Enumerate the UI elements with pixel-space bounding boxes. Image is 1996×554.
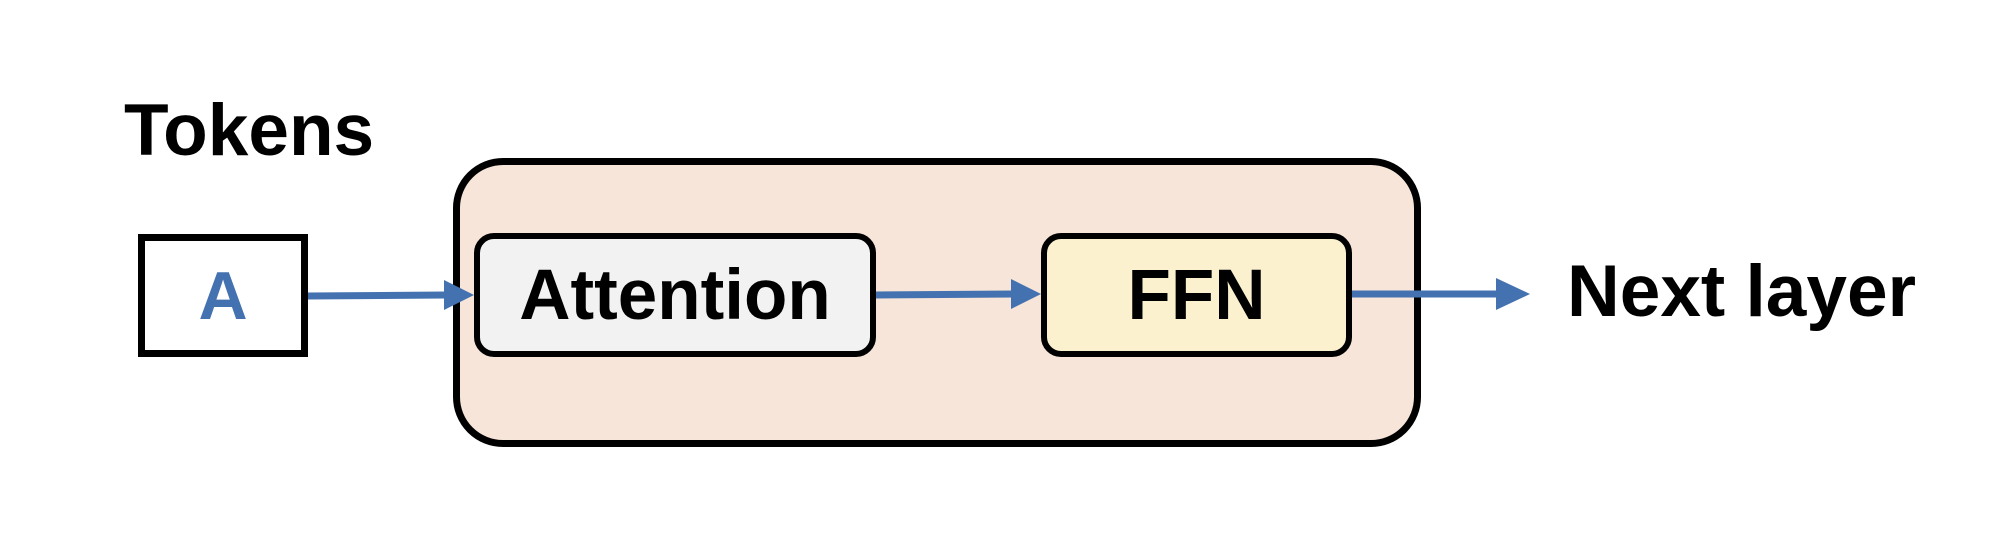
ffn-box: FFN — [1041, 233, 1352, 357]
token-box: A — [138, 234, 308, 357]
arrow-token-to-attention — [307, 280, 474, 310]
attention-label: Attention — [519, 255, 831, 335]
ffn-label: FFN — [1127, 255, 1266, 335]
arrow-ffn-to-next-layer — [1352, 278, 1530, 310]
attention-box: Attention — [474, 233, 876, 357]
next-layer-label: Next layer — [1567, 251, 1916, 332]
arrow-attention-to-ffn — [875, 279, 1041, 309]
tokens-title: Tokens — [124, 90, 375, 171]
token-label: A — [198, 257, 248, 334]
